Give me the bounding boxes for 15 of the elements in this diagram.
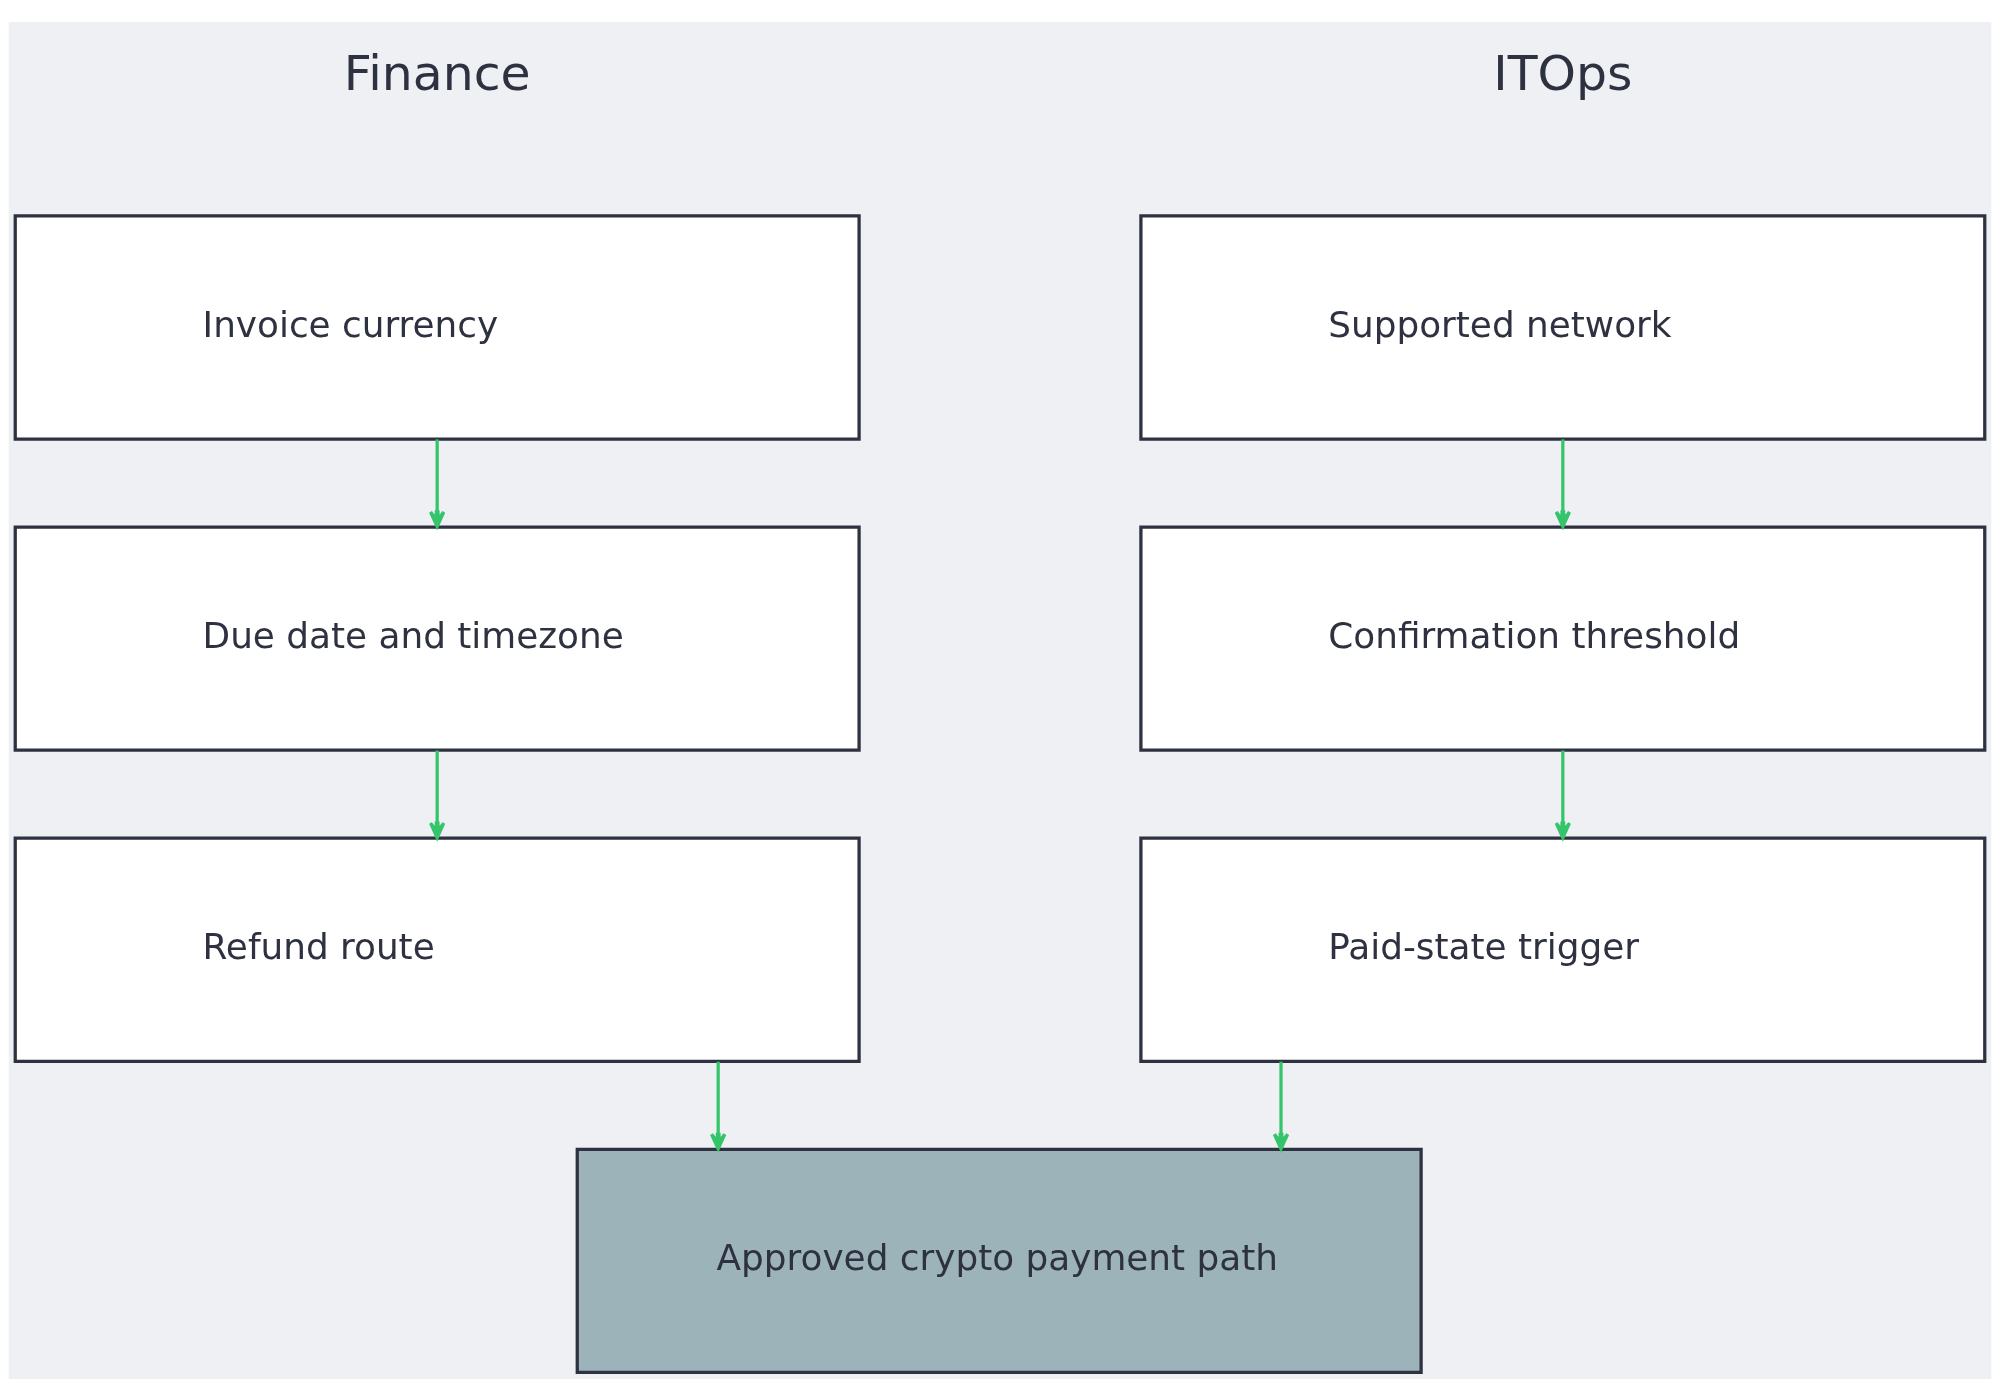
- arrow: [709, 1061, 727, 1151]
- arrow: [428, 438, 446, 528]
- label: ITOps: [1493, 44, 1633, 102]
- arrow: [428, 750, 446, 839]
- node-box: Approved crypto payment path: [575, 1147, 1423, 1374]
- arrow: [1554, 750, 1572, 839]
- label: Finance: [343, 44, 531, 102]
- arrow: [1272, 1061, 1290, 1151]
- node-box: Confirmation threshold: [1139, 524, 1987, 752]
- node-box: Refund route: [13, 836, 861, 1063]
- node-box: Due date and timezone: [13, 524, 861, 752]
- node-box: Paid-state trigger: [1139, 836, 1987, 1063]
- node-box: Invoice currency: [13, 213, 861, 441]
- node-box: Supported network: [1139, 213, 1987, 441]
- arrow: [1554, 438, 1572, 528]
